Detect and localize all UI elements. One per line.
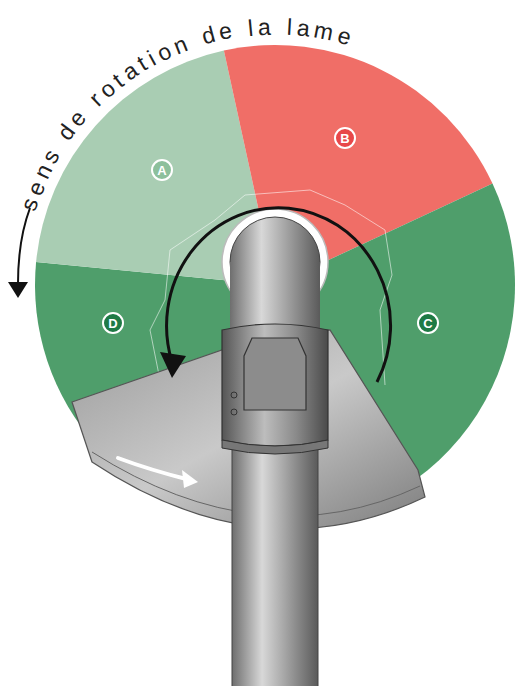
screw-hole: [231, 409, 237, 415]
arrow-head: [160, 352, 186, 378]
guard-arrow: [118, 458, 190, 480]
collar-ring: [222, 440, 328, 454]
collar: [222, 324, 328, 446]
direction-arrow: [18, 208, 30, 284]
screw-hole: [231, 392, 237, 398]
zone-marker: D: [102, 312, 124, 334]
trimmer-head: [72, 209, 425, 686]
rotation-arrows: [8, 208, 391, 382]
rotation-arrow: [167, 208, 391, 382]
arrow-head: [8, 282, 28, 298]
guard-arrow-head: [182, 470, 198, 488]
zone-letter: C: [423, 317, 432, 330]
zone-letter: A: [157, 164, 166, 177]
collar-plate: [244, 338, 306, 410]
zone-marker: C: [417, 312, 439, 334]
zone-letter: D: [108, 317, 117, 330]
zone-marker: B: [334, 127, 356, 149]
zone-letter: B: [340, 132, 349, 145]
zone-marker: A: [151, 159, 173, 181]
